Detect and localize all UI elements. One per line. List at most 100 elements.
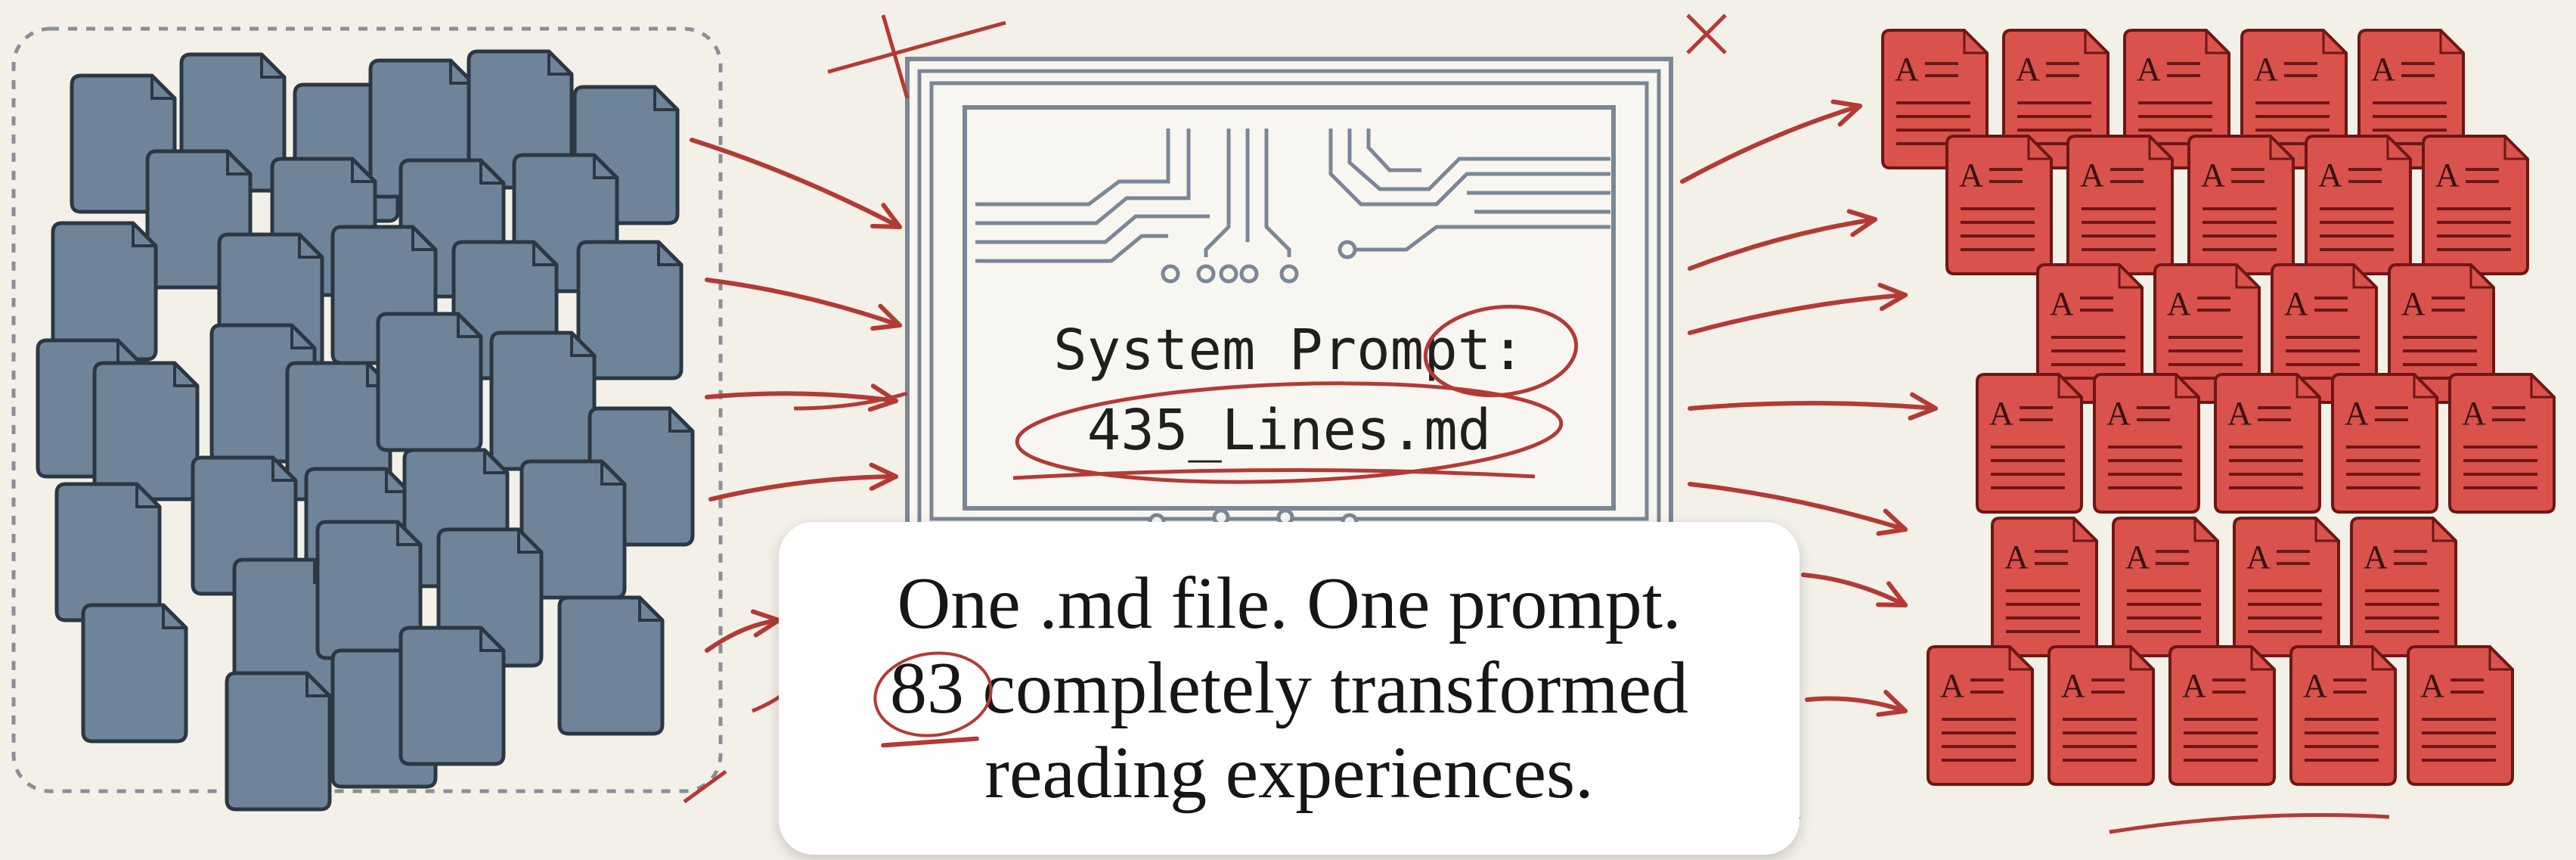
doc-letter: A: [2420, 667, 2444, 704]
formatted-document-icon: A: [2233, 517, 2340, 657]
arrow-icon: [1801, 573, 1908, 607]
formatted-document-icon: A: [1945, 135, 2053, 275]
doc-text-lines: [2248, 550, 2322, 633]
annotation-underline-bottom: [2109, 813, 2390, 834]
annotation-underline-filename: [1012, 467, 1536, 480]
formatted-document-icon: A: [1976, 373, 2083, 514]
doc-letter: A: [2227, 395, 2252, 432]
doc-text-lines: [2422, 678, 2496, 762]
formatted-document-icon: A: [2407, 645, 2514, 786]
formatted-document-icon: A: [2305, 135, 2412, 275]
formatted-document-icon: A: [2289, 645, 2397, 786]
annotations: [683, 14, 2390, 841]
arrow-icon: [705, 278, 902, 331]
formatted-document-icon: A: [2214, 373, 2321, 514]
doc-text-lines: [2082, 168, 2156, 251]
doc-text-lines: [1961, 168, 2035, 251]
doc-letter: A: [2254, 51, 2278, 88]
annotation-circle-filename: [1015, 381, 1564, 484]
doc-text-lines: [1991, 406, 2065, 489]
doc-letter: A: [2284, 285, 2308, 322]
doc-text-lines: [2184, 678, 2258, 762]
flow-arrows: [690, 99, 1938, 717]
formatted-document-icon: A: [2187, 135, 2295, 275]
formatted-document-icon: A: [2448, 373, 2556, 514]
doc-text-lines: [2463, 406, 2537, 489]
doc-letter: A: [2050, 285, 2074, 322]
doc-letter: A: [2201, 157, 2225, 194]
input-group-border: [11, 26, 723, 793]
doc-letter: A: [2016, 51, 2040, 88]
doc-letter: A: [2462, 395, 2486, 432]
doc-text-lines: [2305, 678, 2379, 762]
arrow-icon: [705, 609, 781, 653]
formatted-document-icon: A: [2112, 517, 2219, 657]
formatted-document-icon: A: [2066, 135, 2174, 275]
chip-icon: System Prompt: 435_Lines.md: [905, 57, 1673, 545]
doc-letter: A: [2167, 285, 2191, 322]
doc-letter: A: [2106, 395, 2131, 432]
doc-letter: A: [2061, 667, 2085, 704]
doc-letter: A: [2182, 667, 2206, 704]
doc-letter: A: [2080, 157, 2104, 194]
doc-text-lines: [2320, 168, 2394, 251]
doc-letter: A: [1959, 157, 1983, 194]
doc-letter: A: [2364, 539, 2388, 576]
formatted-document-icon: A: [2123, 29, 2230, 169]
doc-letter: A: [2303, 667, 2327, 704]
arrow-icon: [1688, 482, 1908, 536]
caption-line-2: 83 completely transformed: [890, 646, 1688, 731]
chip-traces: [975, 129, 1610, 263]
document-icon: [92, 361, 200, 501]
doc-text-lines: [2063, 678, 2137, 762]
arrow-icon: [690, 138, 902, 229]
document-icon: [398, 626, 506, 766]
document-icon: [376, 312, 483, 452]
formatted-document-icon: A: [2047, 645, 2155, 786]
doc-letter: A: [2137, 51, 2161, 88]
formatted-document-icon: A: [1991, 517, 2098, 657]
caption-box: One .md file. One prompt. 83 completely …: [779, 522, 1799, 855]
arrow-icon: [1805, 689, 1908, 717]
formatted-document-icon: A: [2168, 645, 2276, 786]
doc-text-lines: [1942, 678, 2016, 762]
arrow-icon: [1688, 209, 1877, 271]
doc-text-lines: [2365, 550, 2439, 633]
annotation-slash: [827, 20, 1006, 74]
doc-text-lines: [2127, 550, 2201, 633]
caption-line-1: One .md file. One prompt.: [897, 563, 1682, 644]
doc-letter: A: [1895, 51, 1919, 88]
doc-letter: A: [2401, 285, 2426, 322]
doc-text-lines: [2286, 296, 2360, 380]
doc-text-lines: [2346, 406, 2420, 489]
doc-letter: A: [2318, 157, 2342, 194]
arrow-icon: [1680, 99, 1862, 184]
doc-letter: A: [2435, 157, 2460, 194]
formatted-document-icon: A: [1927, 645, 2034, 786]
doc-letter: A: [2125, 539, 2150, 576]
doc-letter: A: [2345, 395, 2369, 432]
doc-letter: A: [1940, 667, 1964, 704]
doc-text-lines: [2202, 168, 2277, 251]
document-icon: [225, 671, 332, 812]
document-icon: [54, 482, 162, 622]
arrow-icon: [708, 462, 898, 501]
doc-text-lines: [2108, 406, 2182, 489]
formatted-document-icon: A: [2331, 373, 2438, 514]
document-icon: [489, 331, 597, 471]
caption-line-2-text: completely transformed: [964, 647, 1688, 729]
input-documents: [36, 49, 695, 812]
doc-text-lines: [2229, 406, 2303, 489]
formatted-document-icon: A: [2093, 373, 2200, 514]
formatted-document-icon: A: [2422, 135, 2529, 275]
annotation-cross: [1686, 14, 1727, 54]
doc-letter: A: [2246, 539, 2271, 576]
formatted-document-icon: A: [2350, 517, 2457, 657]
doc-text-lines: [2437, 168, 2511, 251]
doc-letter: A: [2371, 51, 2395, 88]
formatted-document-icon: A: [2002, 29, 2109, 169]
arrow-icon: [705, 383, 898, 412]
